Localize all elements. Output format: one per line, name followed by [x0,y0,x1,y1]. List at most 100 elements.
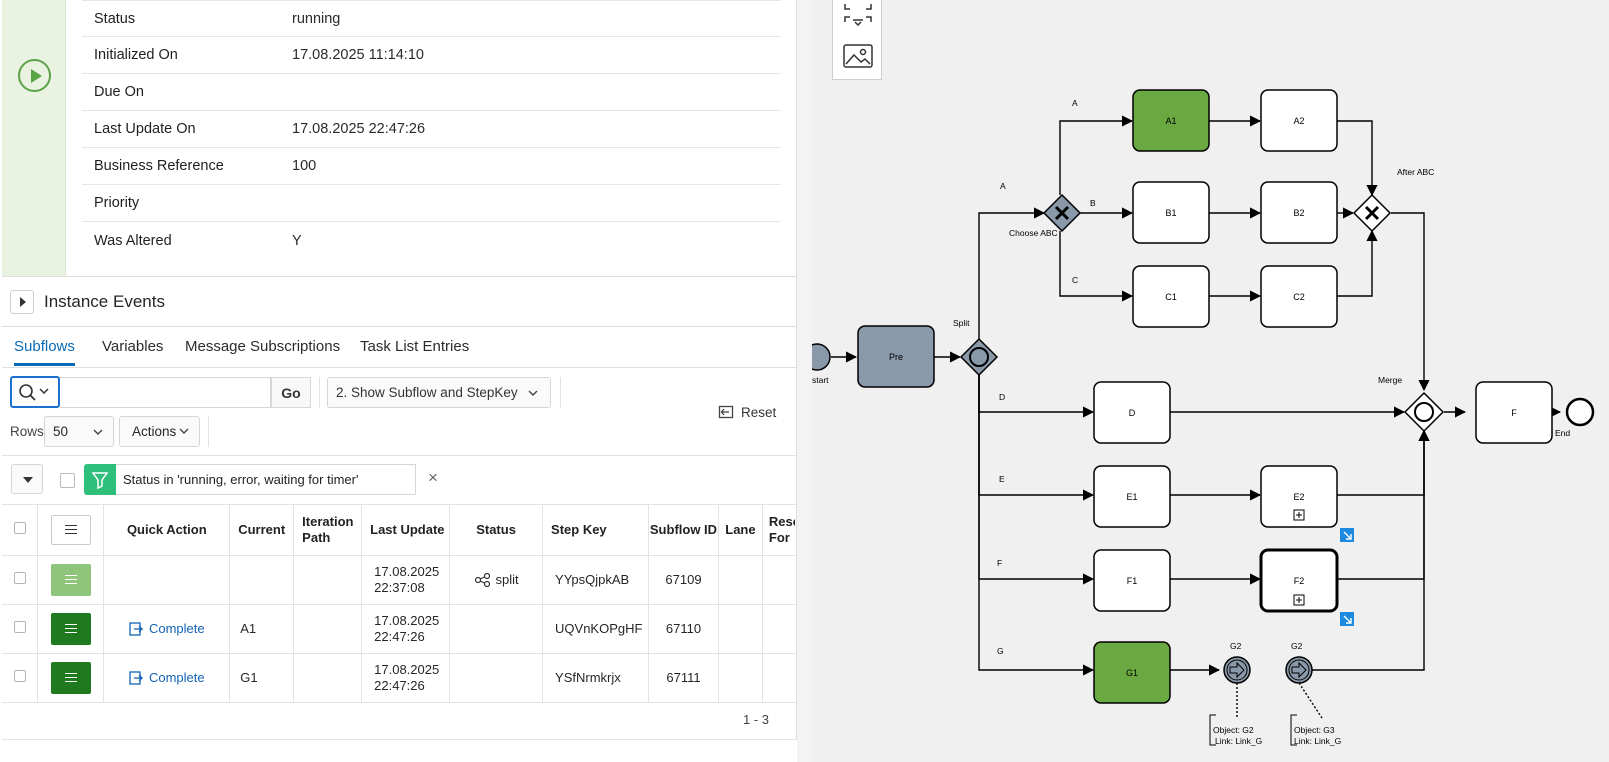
drilldown-e2-icon[interactable] [1340,528,1354,542]
filter-toggle-checkbox[interactable] [60,473,75,488]
task-c1[interactable] [1132,265,1210,328]
row-checkbox[interactable] [13,572,26,584]
tab-subflows[interactable]: Subflows [14,338,75,366]
flow-c2-after [1337,229,1378,297]
filter-description[interactable]: Status in 'running, error, waiting for t… [116,464,416,495]
row-actions-button[interactable] [50,612,91,645]
filter-bar: Status in 'running, error, waiting for t… [2,455,797,505]
choose-abc-gateway[interactable] [1042,193,1082,233]
complete-link[interactable]: Complete [104,670,229,685]
row-actions-button[interactable] [50,563,91,596]
label-merge: Merge [1378,375,1402,385]
complete-label: Complete [148,621,205,636]
subflow-id-cell: 67110 [648,604,719,654]
column-header-reset-for[interactable]: Reset For [762,505,798,556]
column-header-subflow-id[interactable]: Subflow ID [648,505,719,556]
task-f-final[interactable] [1475,381,1553,444]
column-header-status[interactable]: Status [449,505,544,556]
end-event[interactable] [1565,397,1595,427]
select-all-checkbox[interactable] [13,521,26,534]
task-f2[interactable] [1259,548,1339,613]
rows-label: Rows [10,424,44,439]
detail-label: Status [94,10,136,27]
column-header-step-key[interactable]: Step Key [542,505,650,556]
task-c2[interactable] [1260,265,1338,328]
task-e1[interactable] [1093,465,1171,528]
table-header-row: Quick Action Current Iteration Path Last… [2,505,798,556]
link-throw-event-g3[interactable] [1285,656,1313,684]
detail-label: Business Reference [94,158,224,174]
row-select-cell [2,555,39,605]
label-g2-right: G2 [1291,641,1303,651]
expand-events-button[interactable] [10,289,34,314]
after-abc-gateway[interactable] [1352,193,1392,233]
instance-events-title: Instance Events [44,291,165,311]
tab-task-list-entries[interactable]: Task List Entries [360,338,470,355]
annotation-g3-line1: Object: G3 [1294,725,1335,735]
column-menu-button[interactable] [50,514,91,545]
flow-split-f [978,375,1095,585]
last-update-cell: 17.08.2025 22:37:08 [361,555,451,605]
reset-for-cell [762,653,798,703]
task-d[interactable] [1093,381,1171,444]
task-a2[interactable] [1260,89,1338,152]
last-update-cell: 17.08.2025 22:47:26 [361,604,451,654]
task-c1-label: C1 [1165,292,1177,302]
row-checkbox[interactable] [13,670,26,682]
reset-button[interactable]: Reset [718,402,776,422]
select-all-cell [2,505,39,556]
remove-filter-icon[interactable]: × [428,468,438,487]
column-header-lane[interactable]: Lane [718,505,763,556]
task-a1[interactable] [1132,89,1210,152]
collapse-filters-button[interactable] [11,464,43,494]
subflow-id-cell: 67109 [648,555,719,605]
task-a2-label: A2 [1293,116,1304,126]
split-gateway[interactable] [959,337,999,377]
menu-lines-icon [64,525,77,535]
row-actions-button[interactable] [50,661,91,694]
go-button[interactable]: Go [271,377,311,408]
subprocess-marker-icon [1293,594,1305,606]
start-event[interactable] [812,343,831,371]
column-header-quick-action[interactable]: Quick Action [103,505,231,556]
link-throw-event-g2[interactable] [1223,656,1251,684]
tab-variables[interactable]: Variables [102,338,164,355]
row-menu-header [37,505,105,556]
detail-row-initialized: Initialized On 17.08.2025 11:14:10 [82,37,781,74]
fit-view-icon[interactable] [844,4,872,27]
current-cell: A1 [229,604,295,654]
merge-gateway[interactable] [1403,391,1445,433]
task-g1-label: G1 [1126,668,1138,678]
actions-menu-button[interactable]: Actions [119,416,200,447]
task-pre[interactable] [857,325,935,388]
bpmn-viewer[interactable]: Pre A1 A2 B1 B2 C1 C2 D E1 E2 F1 [812,0,1609,762]
row-checkbox[interactable] [13,621,26,633]
tab-message-subscriptions[interactable]: Message Subscriptions [185,338,341,355]
drilldown-f2-icon[interactable] [1340,612,1354,626]
complete-link[interactable]: Complete [104,621,229,636]
column-header-current[interactable]: Current [229,505,295,556]
task-e2[interactable] [1260,465,1338,528]
column-header-last-update[interactable]: Last Update [361,505,451,556]
reset-icon [718,405,734,419]
task-f1[interactable] [1093,549,1171,612]
report-select[interactable]: 2. Show Subflow and StepKey [327,377,551,408]
running-icon [464,670,479,685]
filter-icon[interactable] [84,464,116,495]
actions-label: Actions [132,424,177,439]
label-flow-e: E [999,474,1005,484]
pagination-range: 1 - 3 [742,712,769,727]
subflow-id-cell: 67111 [648,653,719,703]
search-input[interactable] [60,377,271,408]
search-column-button[interactable] [10,376,60,408]
column-header-iteration-path[interactable]: Iteration Path [293,505,363,556]
step-key-cell: UQVnKOPgHF [542,604,650,654]
task-g1[interactable] [1093,641,1171,704]
label-choose-abc: Choose ABC [1009,228,1058,238]
export-image-icon[interactable] [843,44,873,68]
task-pre-label: Pre [889,352,903,362]
rows-select[interactable]: 50 [44,416,114,447]
task-b1[interactable] [1132,181,1210,244]
complete-icon [129,670,143,685]
task-b2[interactable] [1260,181,1338,244]
